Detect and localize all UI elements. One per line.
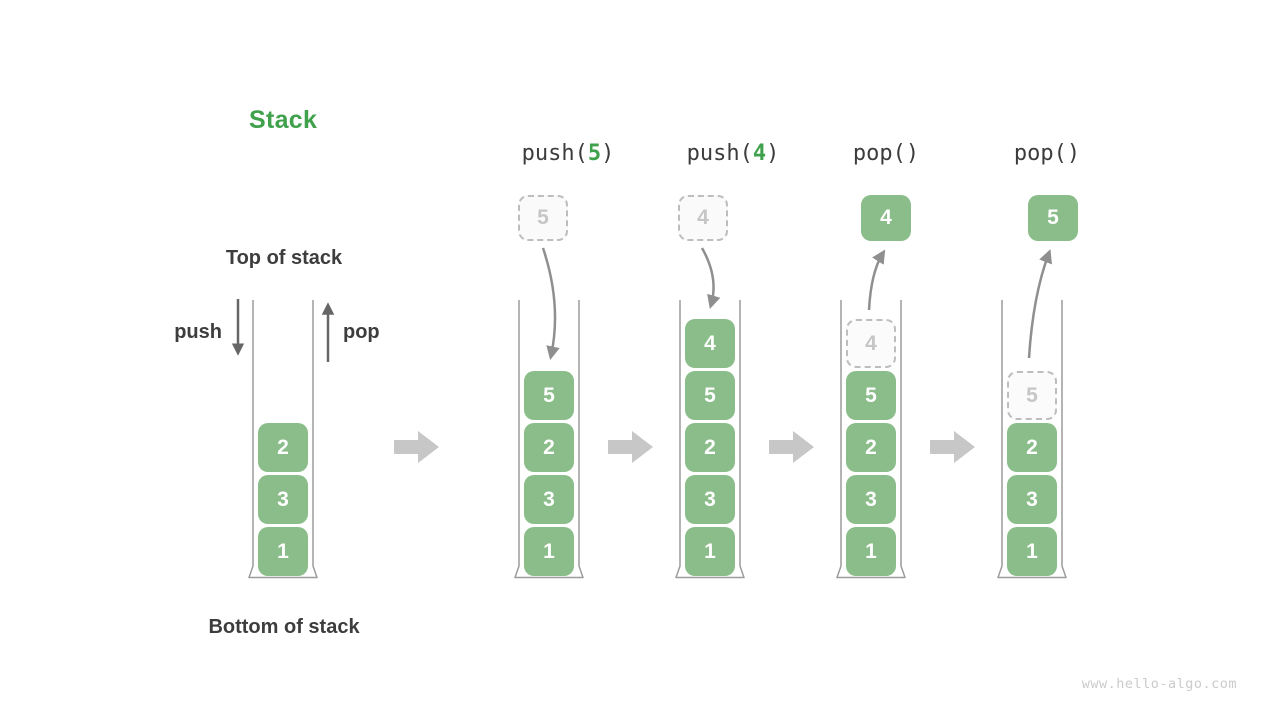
stack-state-initial: 2 3 1 [258,423,308,576]
push-motion-arrow-icon [700,247,721,309]
stack-cell: 5 [685,371,735,420]
floating-value-popped: 4 [861,195,911,241]
stack-cell: 3 [524,475,574,524]
stack-cell: 2 [524,423,574,472]
push-label: push [174,321,222,343]
op-text: push( [686,141,753,166]
stack-cell: 3 [258,475,308,524]
op-text: pop() [1013,141,1081,166]
op-label-pop-1: pop() [806,141,966,166]
stack-cell: 1 [685,527,735,576]
stack-cell: 1 [524,527,574,576]
pop-motion-arrow-icon [867,249,886,311]
op-label-push-4: push(4) [653,141,813,166]
op-text: push( [521,141,588,166]
floating-value-popped: 5 [1028,195,1078,241]
stack-state-after-pop-1: 4 5 2 3 1 [846,319,896,576]
op-text: ) [766,141,780,166]
transition-arrow-icon [769,431,814,463]
op-arg: 4 [752,141,767,166]
op-arg: 5 [587,141,602,166]
op-text: ) [601,141,615,166]
stack-cell-ghost: 5 [1007,371,1057,420]
stack-cell: 5 [846,371,896,420]
stack-cell: 2 [258,423,308,472]
stack-cell: 4 [685,319,735,368]
stack-cell: 3 [685,475,735,524]
op-text: pop() [852,141,920,166]
op-label-push-5: push(5) [488,141,648,166]
stack-cell: 1 [846,527,896,576]
op-label-pop-2: pop() [967,141,1127,166]
site-watermark: www.hello-algo.com [1081,676,1237,692]
pop-label: pop [343,321,380,343]
floating-value-dashed: 4 [678,195,728,241]
transition-arrow-icon [394,431,439,463]
floating-value-dashed: 5 [518,195,568,241]
stack-cell: 3 [846,475,896,524]
stack-state-after-push-4: 4 5 2 3 1 [685,319,735,576]
push-motion-arrow-icon [541,247,560,361]
pop-motion-arrow-icon [1027,249,1053,359]
stack-cell: 3 [1007,475,1057,524]
bottom-of-stack-label: Bottom of stack [208,616,360,638]
stack-cell: 2 [1007,423,1057,472]
stack-cell: 1 [1007,527,1057,576]
transition-arrow-icon [930,431,975,463]
stack-state-after-push-5: 5 2 3 1 [524,371,574,576]
stack-cell: 5 [524,371,574,420]
diagram-title: Stack [249,106,318,134]
top-of-stack-label: Top of stack [225,247,343,269]
stack-cell: 2 [685,423,735,472]
transition-arrow-icon [608,431,653,463]
stack-state-after-pop-2: 5 2 3 1 [1007,371,1057,576]
stack-cell: 2 [846,423,896,472]
stack-cell: 1 [258,527,308,576]
stack-cell-ghost: 4 [846,319,896,368]
